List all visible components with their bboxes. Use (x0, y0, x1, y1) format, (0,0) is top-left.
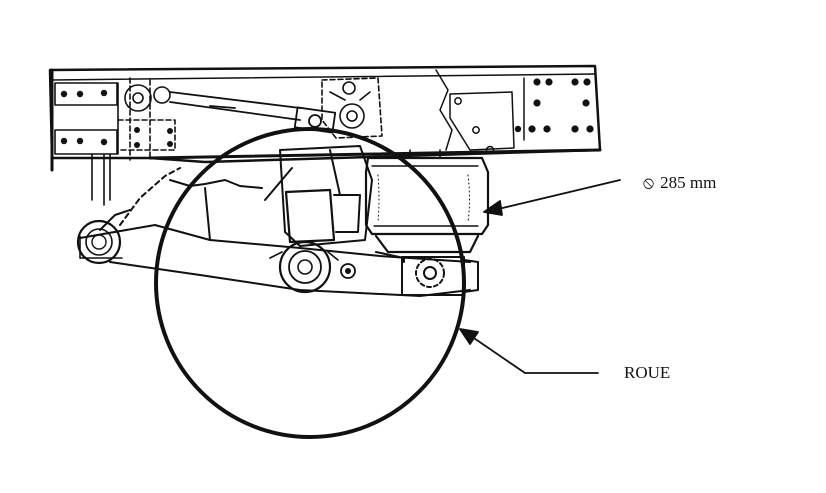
front-hanger-bracket (54, 77, 176, 206)
wheel-outline (154, 127, 466, 439)
small-bolt-icon (340, 263, 356, 279)
diameter-value: 285 mm (660, 173, 717, 192)
axle-housing (264, 145, 373, 247)
diameter-leader-arrow (483, 179, 621, 216)
shock-absorber (169, 91, 337, 134)
front-eye-bushing (76, 219, 123, 265)
diameter-label: ⦸ 285 mm (643, 173, 716, 193)
air-spring (364, 149, 490, 254)
wheel-label: ROUE (624, 363, 671, 382)
axle-hub (269, 240, 339, 294)
chassis-frame (48, 64, 602, 172)
wheel-leader-arrow (459, 328, 599, 374)
diameter-icon: ⦸ (643, 173, 655, 192)
